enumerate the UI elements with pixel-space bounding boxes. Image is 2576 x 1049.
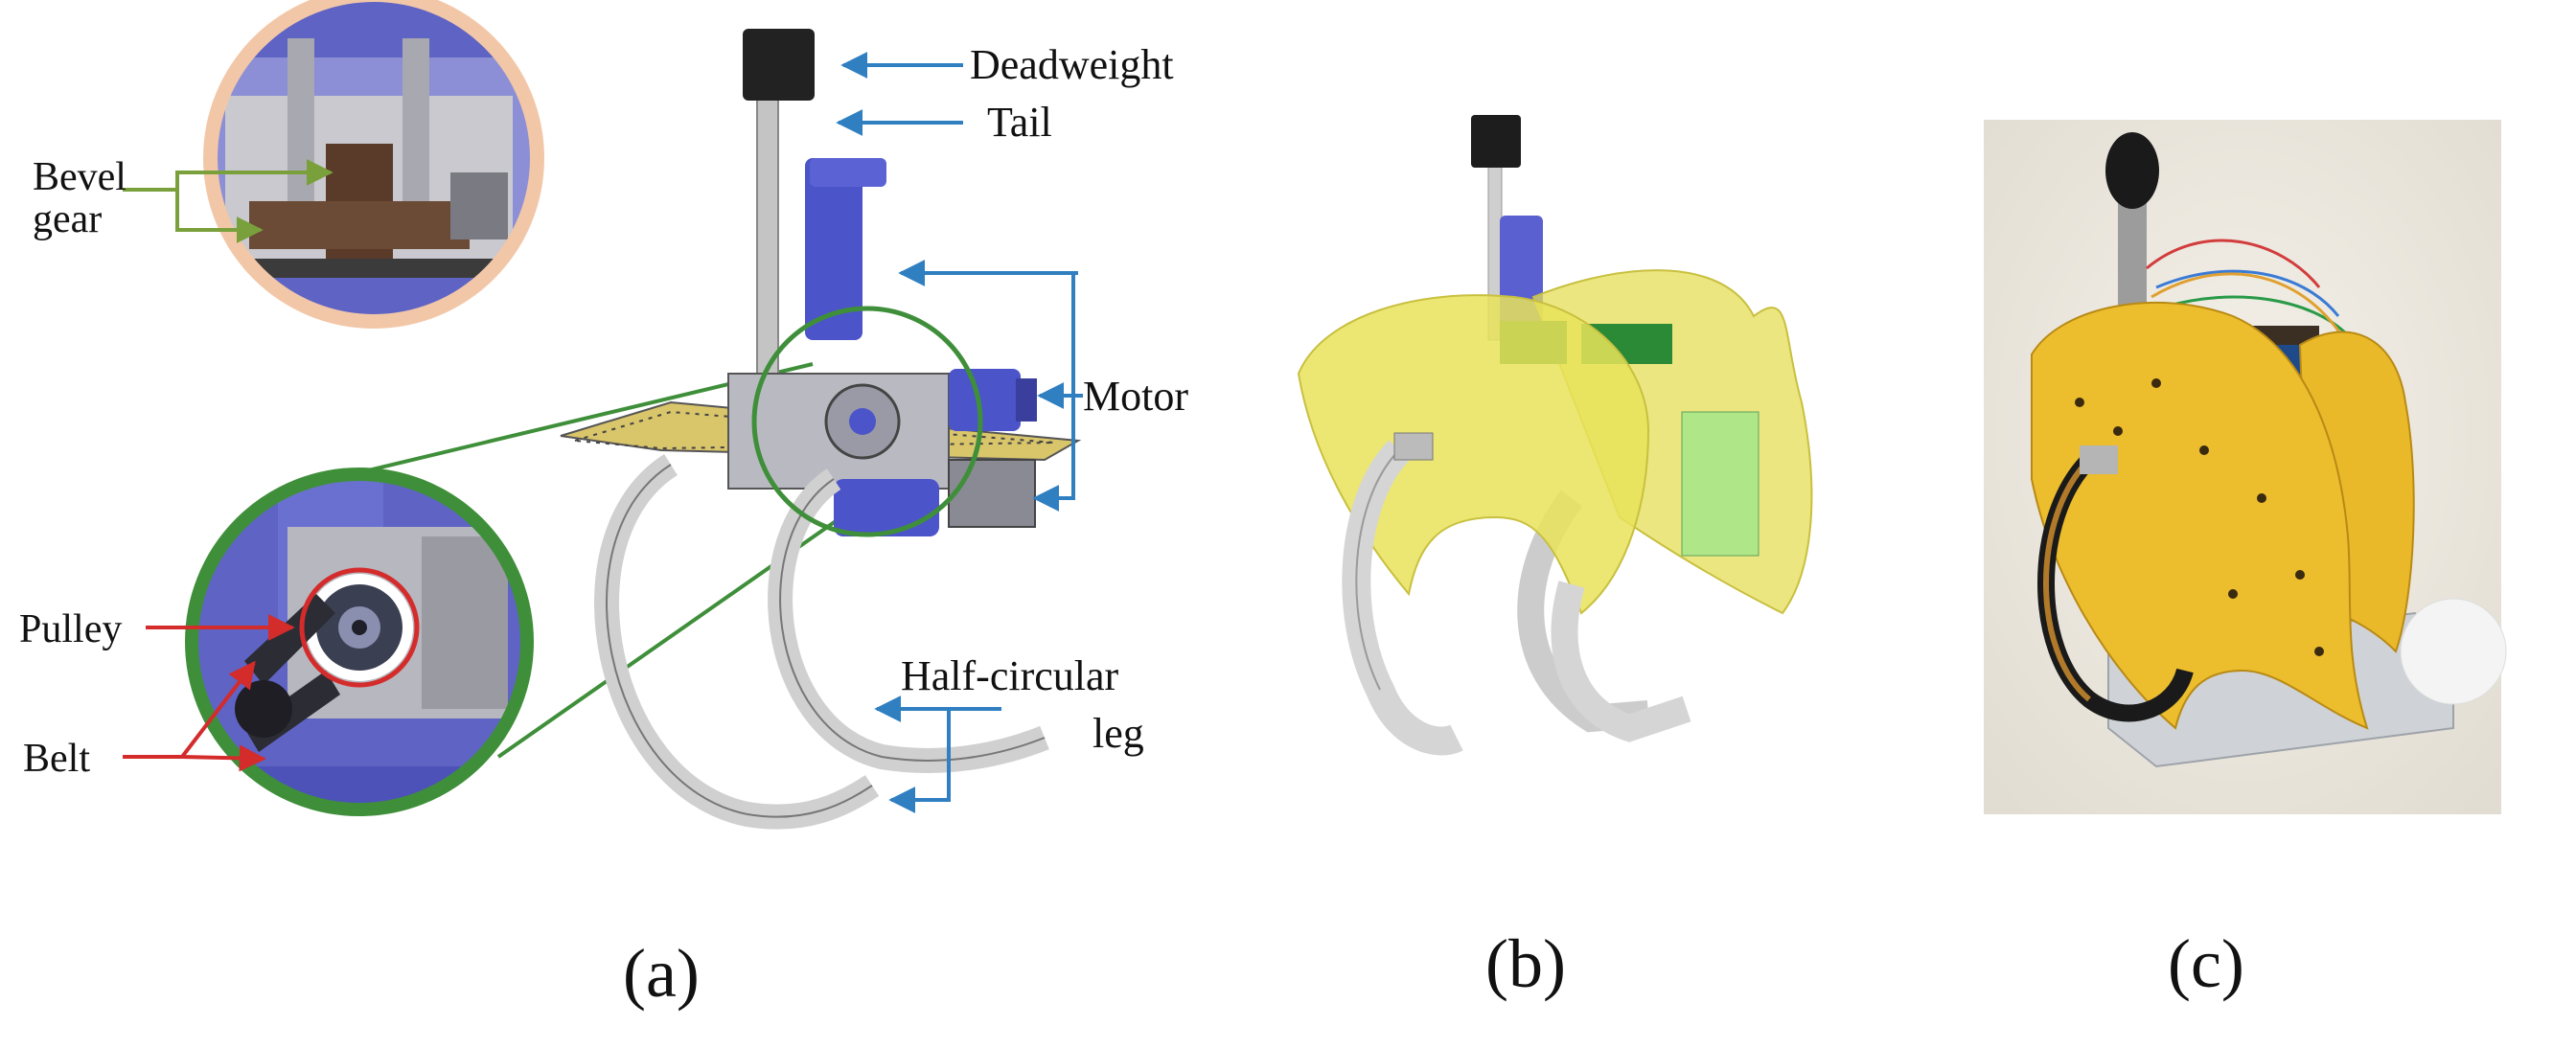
half-circular-leg-left xyxy=(594,453,880,830)
deadweight xyxy=(2105,132,2159,209)
bevel-gear-closeup xyxy=(203,0,544,329)
zoom-connector-line xyxy=(496,477,898,759)
horizontal-motor xyxy=(949,369,1021,431)
body-plate-front xyxy=(2031,301,2369,730)
label-tail: Tail xyxy=(987,99,1052,146)
caption-c: (c) xyxy=(2168,925,2244,1002)
deadweight xyxy=(1471,115,1521,168)
battery-box xyxy=(1681,411,1760,557)
caption-b: (b) xyxy=(1485,925,1566,1002)
deadweight xyxy=(743,29,815,101)
body-plate-front xyxy=(1297,294,1650,615)
label-pulley: Pulley xyxy=(19,607,122,651)
pulley-belt-arrows xyxy=(123,614,295,772)
caption-a: (a) xyxy=(623,935,700,1012)
label-bevel-line2: gear xyxy=(33,197,102,241)
label-half-circular-line1: Half-circular xyxy=(901,652,1119,699)
blue-arrows xyxy=(836,52,1083,813)
zoom-ring xyxy=(751,306,983,537)
label-half-circular-line2: leg xyxy=(1092,710,1144,757)
bevel-gear-arrows xyxy=(123,159,334,243)
vertical-motor xyxy=(805,158,862,340)
label-motor: Motor xyxy=(1083,373,1188,420)
ball-foot xyxy=(2400,598,2507,705)
panel-a: Bevel gear Deadweight Tail Motor Half-ci… xyxy=(19,0,1188,1012)
lower-motor xyxy=(834,479,939,536)
pulley-belt-closeup xyxy=(185,467,534,816)
panel-c: (c) xyxy=(1984,120,2507,1002)
robot-cad-model xyxy=(560,29,1082,830)
label-bevel-line1: Bevel xyxy=(33,155,126,199)
half-circular-leg-middle xyxy=(1551,581,1691,742)
panel-b: (b) xyxy=(1297,115,1813,1002)
label-deadweight: Deadweight xyxy=(970,41,1174,88)
label-belt: Belt xyxy=(23,737,90,781)
